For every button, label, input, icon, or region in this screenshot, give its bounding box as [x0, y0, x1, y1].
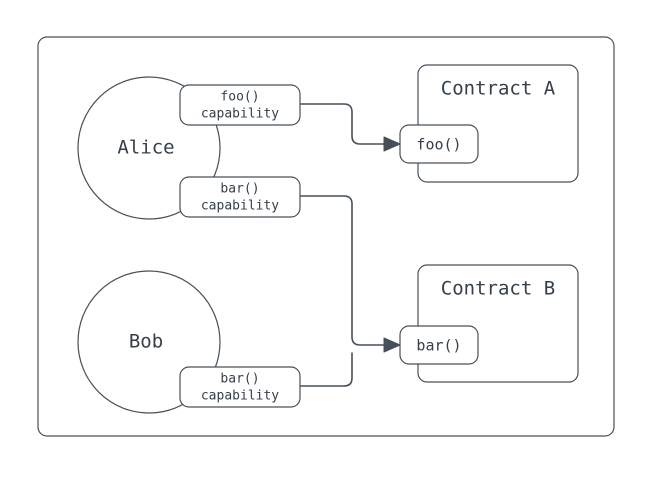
capability-alice-bar[interactable]: bar() capability — [179, 176, 301, 218]
contract-a-method-foo-label: foo() — [416, 136, 461, 154]
capability-bob-bar-line2: capability — [201, 389, 279, 404]
contract-b-label: Contract B — [441, 278, 555, 300]
contract-a[interactable]: Contract A — [417, 64, 579, 183]
arrowhead-icon — [383, 136, 401, 152]
actor-bob-label: Bob — [129, 331, 163, 353]
contract-b-method-bar-label: bar() — [416, 337, 461, 355]
connector-alice-foo-to-contract-a-foo — [299, 103, 401, 152]
contract-b-method-bar-box — [399, 325, 479, 365]
capability-alice-foo-box — [179, 84, 301, 126]
capability-alice-bar-line1: bar() — [220, 182, 259, 197]
contract-a-label: Contract A — [441, 78, 556, 100]
capability-bob-bar-box — [179, 366, 301, 408]
capability-alice-bar-box — [179, 176, 301, 218]
capability-bob-bar[interactable]: bar() capability — [179, 366, 301, 408]
contract-b-method-bar[interactable]: bar() — [399, 325, 479, 365]
capability-alice-bar-line2: capability — [201, 199, 279, 214]
actor-alice-label: Alice — [117, 137, 174, 159]
arrowhead-icon — [383, 337, 401, 353]
connector-alice-bar-to-contract-b-bar — [299, 195, 401, 353]
capability-alice-foo[interactable]: foo() capability — [179, 84, 301, 126]
capability-alice-foo-line1: foo() — [220, 90, 259, 105]
contract-a-method-foo-box — [399, 124, 479, 164]
contract-a-method-foo[interactable]: foo() — [399, 124, 479, 164]
capability-alice-foo-line2: capability — [201, 107, 279, 122]
capability-bob-bar-line1: bar() — [220, 372, 259, 387]
connector-bob-bar-to-contract-b-bar — [299, 352, 353, 387]
